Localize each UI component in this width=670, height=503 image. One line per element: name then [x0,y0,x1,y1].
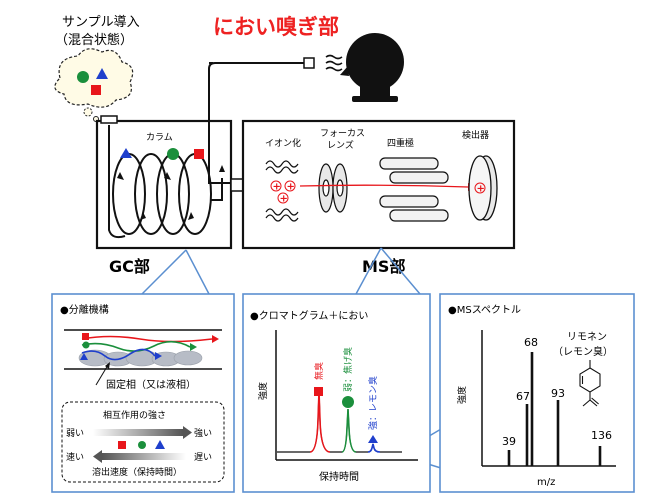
svg-text:+: + [280,194,288,205]
ionization-label: イオン化 [265,137,301,149]
weak-label: 弱い [66,428,84,439]
peak-label-burnt: 弱：焦げ臭 [342,347,354,392]
focus-lens-label-1: フォーカス [320,128,365,139]
ion-source [265,160,299,222]
chromatogram-title: ●クロマトグラム＋におい [250,309,368,322]
ms-peak-93: 93 [551,387,565,400]
detector-disk: + [468,155,498,221]
compound-green-circle [167,148,179,160]
compound-blue-triangle [120,148,132,158]
focus-lens-label-2: レンズ [327,139,354,151]
smell-waves-icon [325,54,343,72]
compound-name: リモネン [567,331,607,343]
ms-box [241,119,516,250]
svg-text:弱：焦げ臭: 弱：焦げ臭 [342,347,354,392]
compound-red-square [194,149,204,159]
ms-x-axis-label: m/z [537,477,555,488]
peak-label-lemon: 強：レモン臭 [367,376,379,430]
limonene-structure-icon [579,360,601,407]
mixed-state-label: （混合状態） [55,32,133,48]
focus-lens [318,163,348,213]
compound-note: （レモン臭） [553,345,613,358]
separation-title: ●分離機構 [60,303,109,316]
column-label: カラム [146,132,173,143]
slow-label: 遅い [194,452,212,463]
svg-text:無臭: 無臭 [313,362,325,380]
svg-text:強度: 強度 [257,382,269,400]
smell-section-title: におい嗅ぎ部 [213,15,339,39]
sample-intro-label: サンプル導入 [62,15,140,30]
stationary-phase-label: 固定相（又は液相） [106,378,196,391]
ms-spectrum-title: ●MSスペクトル [448,304,521,316]
interaction-box [61,401,225,483]
chromatogram-panel [242,293,431,493]
elution-speed-label: 溶出速度（保持時間） [92,466,182,478]
ms-spectrum-panel [439,293,635,493]
peak-label-odorless: 無臭 [313,362,325,380]
quadrupole-label: 四重極 [387,137,414,149]
chromatogram-y-axis-label: 強度 [257,382,269,400]
gc-column-coil [108,125,223,239]
stationary-phase-blobs [78,349,203,367]
svg-text:強度: 強度 [456,386,468,404]
svg-text:+: + [287,182,295,193]
head-silhouette-icon [340,33,404,102]
svg-text:+: + [477,184,485,195]
quadrupole-rods [379,157,449,222]
interaction-strength-label: 相互作用の強さ [103,409,166,421]
fast-label: 速い [66,452,84,463]
svg-text:強：レモン臭: 強：レモン臭 [367,376,379,430]
ms-peak-136: 136 [591,429,612,442]
ms-spectrum-bars [507,352,602,466]
ms-peak-68: 68 [524,336,538,349]
ms-peak-67: 67 [516,390,530,403]
strong-label: 強い [194,427,212,439]
ion-plus-icons: + + + [270,180,296,205]
ms-section-label: MS部 [362,257,405,276]
detector-label: 検出器 [462,129,489,141]
chromatogram-x-axis-label: 保持時間 [319,470,359,483]
thought-cloud-icon [54,48,134,122]
svg-text:+: + [273,182,281,193]
ms-y-axis-label: 強度 [456,386,468,404]
gc-section-label: GC部 [109,257,150,276]
ms-peak-39: 39 [502,435,516,448]
